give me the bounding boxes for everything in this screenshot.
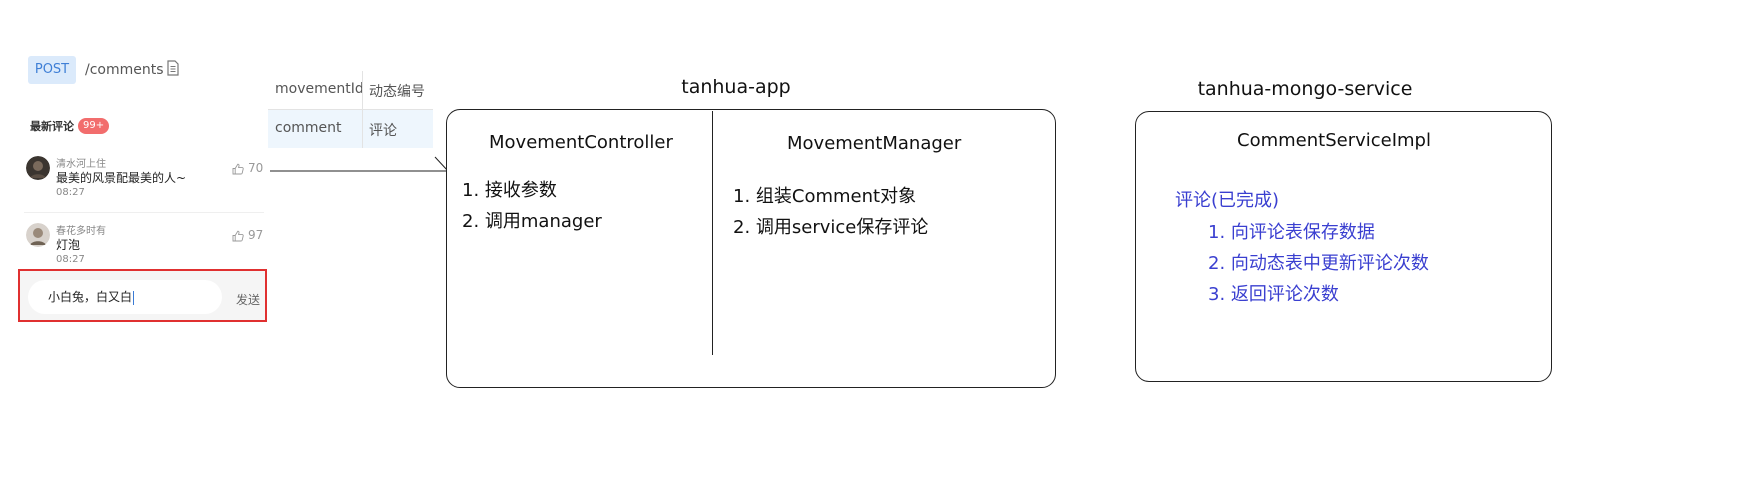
comment-time: 08:27 bbox=[56, 254, 85, 265]
comment-text: 最美的风景配最美的人~ bbox=[56, 171, 187, 185]
thumb-up-icon[interactable] bbox=[232, 230, 244, 242]
comment-divider bbox=[24, 212, 264, 213]
param-desc: 动态编号 bbox=[369, 84, 425, 100]
param-desc: 评论 bbox=[369, 123, 397, 139]
comment-item: 清水河上住 最美的风景配最美的人~ 08:27 70 bbox=[24, 153, 269, 215]
comment-time: 08:27 bbox=[56, 187, 85, 198]
service-group-box bbox=[1135, 111, 1552, 382]
component-divider bbox=[712, 111, 713, 355]
param-row-movementid: movementId 动态编号 bbox=[268, 71, 433, 110]
http-method-badge: POST bbox=[28, 56, 76, 84]
column-divider bbox=[362, 110, 363, 148]
app-group-box bbox=[446, 109, 1056, 388]
manager-title: MovementManager bbox=[787, 133, 962, 154]
comment-item: 春花多时有 灯泡 08:27 97 bbox=[24, 220, 269, 282]
controller-step: 1. 接收参数 bbox=[462, 180, 557, 201]
document-icon[interactable] bbox=[166, 60, 180, 76]
comment-author[interactable]: 清水河上住 bbox=[56, 159, 106, 170]
column-divider bbox=[362, 71, 363, 109]
service-step: 2. 向动态表中更新评论次数 bbox=[1208, 253, 1429, 274]
param-name: movementId bbox=[275, 81, 364, 97]
service-group-title: tanhua-mongo-service bbox=[1197, 78, 1413, 100]
controller-title: MovementController bbox=[489, 132, 673, 153]
service-step: 3. 返回评论次数 bbox=[1208, 284, 1339, 305]
service-heading: 评论(已完成) bbox=[1175, 190, 1280, 211]
send-button[interactable]: 发送 bbox=[236, 293, 261, 307]
service-step: 1. 向评论表保存数据 bbox=[1208, 222, 1375, 243]
avatar[interactable] bbox=[26, 156, 50, 180]
like-count: 97 bbox=[248, 228, 264, 242]
endpoint-path: /comments bbox=[85, 62, 164, 78]
manager-step: 2. 调用service保存评论 bbox=[733, 217, 929, 238]
comments-title: 最新评论 bbox=[30, 120, 74, 133]
like-count: 70 bbox=[248, 161, 264, 175]
comment-text: 灯泡 bbox=[56, 238, 81, 252]
avatar[interactable] bbox=[26, 223, 50, 247]
service-impl-title: CommentServiceImpl bbox=[1237, 130, 1431, 151]
comment-input[interactable]: 小白兔，白又白 bbox=[28, 280, 222, 314]
controller-step: 2. 调用manager bbox=[462, 211, 602, 232]
app-group-title: tanhua-app bbox=[681, 76, 791, 98]
comment-count-badge: 99+ bbox=[78, 118, 110, 134]
comment-input-value: 小白兔，白又白 bbox=[48, 290, 135, 305]
param-name: comment bbox=[275, 120, 342, 136]
text-caret bbox=[133, 290, 135, 305]
comment-input-area: 小白兔，白又白 发送 bbox=[18, 269, 267, 322]
manager-step: 1. 组装Comment对象 bbox=[733, 186, 917, 207]
thumb-up-icon[interactable] bbox=[232, 163, 244, 175]
comment-author[interactable]: 春花多时有 bbox=[56, 226, 106, 237]
param-row-comment: comment 评论 bbox=[268, 110, 433, 148]
